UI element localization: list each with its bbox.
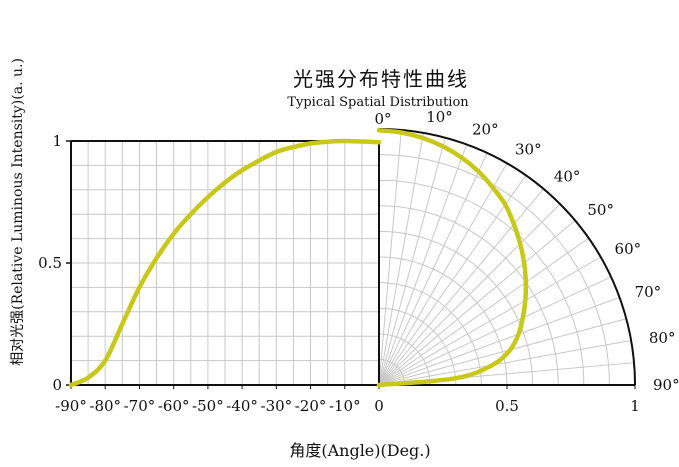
x-tick-label: -70° — [124, 397, 156, 415]
chart-subtitle: Typical Spatial Distribution — [287, 95, 469, 110]
polar-spoke — [378, 175, 527, 386]
radius-tick-label: 0.5 — [495, 397, 519, 415]
polar-spoke — [378, 137, 446, 386]
polar-spoke — [378, 129, 402, 386]
polar-spoke — [378, 163, 508, 386]
series-polar-curve — [376, 128, 529, 388]
y-tick-label: 0 — [52, 376, 62, 394]
polar-outer-arc — [378, 128, 636, 386]
polar-spoke — [378, 296, 620, 386]
polar-spoke — [378, 144, 468, 386]
polar-spoke — [378, 132, 424, 386]
y-axis-label: 相对光强(Relative Luminous Intensity)(a. u.) — [10, 58, 26, 366]
axes — [66, 128, 636, 389]
polar-angle-label: 70° — [635, 283, 662, 301]
labels: 光强分布特性曲线 Typical Spatial Distribution 角度… — [10, 58, 679, 460]
polar-spoke — [378, 256, 601, 386]
polar-angle-label: 90° — [653, 376, 679, 394]
polar-angle-label: 20° — [472, 120, 499, 138]
y-tick-label: 1 — [52, 132, 62, 150]
series-cartesian-curve — [68, 138, 382, 388]
chart-title: 光强分布特性曲线 — [293, 67, 469, 91]
polar-angle-label: 40° — [554, 168, 581, 186]
polar-angle-label: 80° — [649, 329, 676, 347]
polar-spoke — [378, 220, 576, 386]
x-tick-label: -90° — [55, 397, 87, 415]
polar-spoke — [378, 318, 627, 386]
polar-angle-label: 60° — [615, 240, 642, 258]
polar-spoke — [378, 237, 589, 386]
x-tick-label: 0 — [374, 397, 384, 415]
y-tick-label: 0.5 — [38, 254, 62, 272]
grid — [71, 129, 635, 386]
polar-spoke — [378, 340, 632, 386]
polar-spoke — [378, 276, 612, 386]
x-axis-label: 角度(Angle)(Deg.) — [289, 441, 430, 460]
polar-angle-label: 0° — [374, 110, 391, 128]
x-tick-label: -20° — [295, 397, 327, 415]
x-tick-label: -10° — [329, 397, 361, 415]
x-tick-label: -60° — [158, 397, 190, 415]
polar-angle-label: 10° — [426, 108, 453, 126]
x-tick-label: -80° — [89, 397, 121, 415]
polar-spoke — [378, 152, 488, 386]
polar-spoke — [378, 203, 561, 386]
polar-angle-label: 50° — [587, 201, 614, 219]
polar-angle-label: 30° — [515, 140, 542, 158]
x-tick-label: -50° — [192, 397, 224, 415]
x-tick-label: -30° — [261, 397, 293, 415]
x-tick-label: -40° — [226, 397, 258, 415]
radius-tick-label: 1 — [630, 397, 640, 415]
series — [68, 128, 529, 388]
polar-spoke — [378, 188, 544, 386]
